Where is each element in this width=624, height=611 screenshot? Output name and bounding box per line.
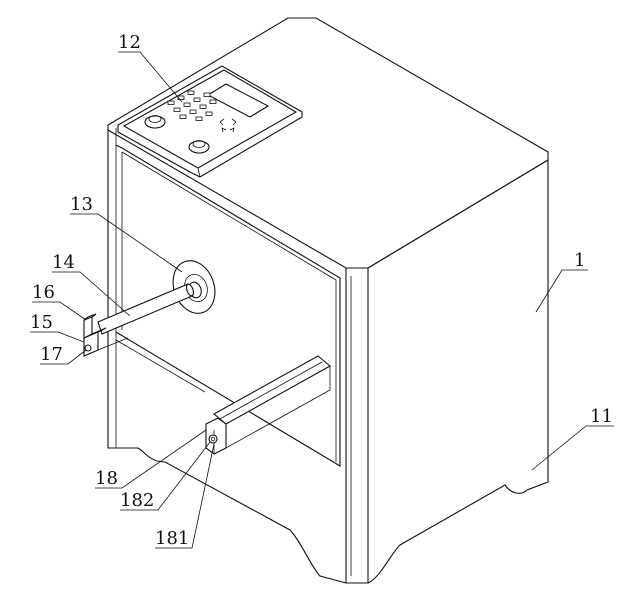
label-13: 13 <box>70 194 93 215</box>
keypad-key <box>189 109 197 114</box>
recess-floor-line <box>115 339 206 393</box>
keypad-key <box>167 100 175 105</box>
label-11: 11 <box>590 406 613 427</box>
leader-14 <box>52 271 131 317</box>
panel-front-edge <box>197 167 201 178</box>
label-181: 181 <box>155 528 189 549</box>
leader-15 <box>30 331 85 343</box>
direction-pad-icon <box>219 118 237 133</box>
left-knob <box>144 115 166 129</box>
leader-18 <box>95 429 207 489</box>
label-17: 17 <box>40 344 63 365</box>
cabinet-front-face <box>107 130 369 584</box>
leader-11 <box>531 425 614 471</box>
recess-outline <box>115 144 341 467</box>
front-recess-panel <box>115 144 341 467</box>
keypad-key <box>199 104 207 109</box>
keypad-key <box>193 97 201 102</box>
keypad-key <box>203 92 211 97</box>
control-panel-face <box>122 69 298 169</box>
bracket-lower-edge <box>97 337 129 351</box>
leader-12 <box>118 51 183 103</box>
guide-rail-assembly <box>205 355 331 455</box>
display-screen <box>206 83 270 118</box>
rail-bolt-hole <box>210 436 216 442</box>
keypad-key <box>205 111 213 116</box>
label-12: 12 <box>118 32 141 53</box>
recess-inner <box>121 151 337 462</box>
keypad-key <box>209 99 217 104</box>
keypad-key <box>173 107 181 112</box>
label-182: 182 <box>120 490 154 511</box>
keypad-key <box>195 116 203 121</box>
leader-16 <box>32 301 87 321</box>
leader-lines <box>30 51 614 549</box>
keypad-key <box>183 102 191 107</box>
cabinet-right-face <box>367 159 549 584</box>
spindle-assembly <box>83 260 216 357</box>
bracket-bolt <box>84 344 92 352</box>
locking-clip <box>83 316 93 339</box>
keypad <box>167 90 217 121</box>
right-knob <box>188 140 210 154</box>
keypad-key <box>187 90 195 95</box>
callout-labels: 12 13 14 16 15 17 18 182 181 1 11 <box>30 32 613 549</box>
label-18: 18 <box>95 468 118 489</box>
label-16: 16 <box>32 282 55 303</box>
right-knob-top <box>192 140 206 148</box>
left-knob-top <box>148 115 162 123</box>
keypad-key <box>179 114 187 119</box>
leader-182 <box>120 441 211 511</box>
rail-bolt <box>208 434 218 444</box>
leader-17 <box>40 349 87 365</box>
leader-13 <box>70 213 183 273</box>
locking-clip-top <box>83 313 97 321</box>
label-15: 15 <box>30 312 53 333</box>
label-1: 1 <box>574 250 585 271</box>
control-panel <box>117 65 303 178</box>
rail-groove <box>217 361 323 421</box>
spindle-shaft <box>97 283 193 335</box>
cabinet-body <box>107 17 549 584</box>
label-14: 14 <box>52 252 75 273</box>
shaft-end <box>185 283 195 297</box>
leader-181 <box>155 443 215 549</box>
leader-1 <box>535 269 588 313</box>
